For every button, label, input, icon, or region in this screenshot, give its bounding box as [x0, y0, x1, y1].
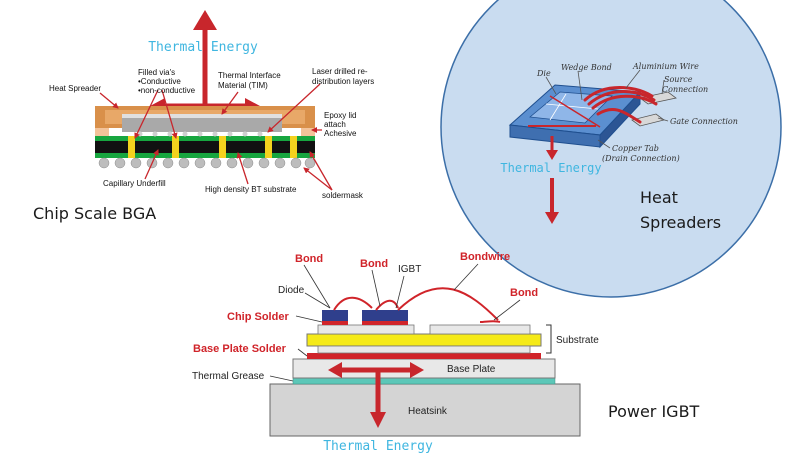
label-diode: Diode — [278, 285, 305, 296]
substrate-core — [306, 333, 542, 347]
label-drain-connection: (Drain Connection) — [602, 154, 680, 163]
bga-label-laser-b: distribution layers — [312, 77, 374, 86]
bga-label-epoxy-b: attach — [324, 120, 346, 129]
label-wedge-bond: Wedge Bond — [561, 63, 612, 72]
bga-label-tim-a: Thermal Interface — [218, 71, 281, 80]
igbt-die — [362, 310, 408, 321]
bga-label-laser-a: Laser drilled re- — [312, 67, 368, 76]
bga-label-epoxy-c: Achesive — [324, 129, 357, 138]
label-base-plate-solder: Base Plate Solder — [193, 343, 287, 355]
die — [529, 91, 613, 124]
bga-tim-layer — [122, 114, 282, 118]
substrate-lower-copper — [317, 345, 531, 354]
substrate-copper-left — [317, 324, 415, 335]
bga-label-soldermask: soldermask — [322, 191, 364, 200]
label-source-a: Source — [664, 75, 693, 84]
label-source-b: Connection — [662, 85, 708, 94]
bga-die — [122, 116, 282, 132]
bga-label-vias-title: Filled via's — [138, 68, 175, 77]
igbt-leaders — [269, 263, 521, 382]
bga-thermal-arrow-head — [193, 10, 217, 30]
copper-tab-side — [599, 90, 641, 149]
substrate-copper-right — [429, 324, 531, 335]
bga-thermal-energy-label: Thermal Energy — [148, 40, 258, 55]
bga-substrate-core — [95, 141, 315, 153]
bga-micro-bumps — [137, 131, 263, 137]
base-plate-solder-layer — [307, 353, 541, 359]
bga-label-vias-b: •non-conductive — [138, 86, 196, 95]
igbt-panel: Thermal Energy Bond Bond Bondwire Bond C… — [192, 251, 599, 454]
heat-spreader-panel: Thermal Energy Die Wedge Bond Aluminium … — [440, 0, 782, 298]
caption-heat-spreaders: Heat Spreaders — [640, 185, 721, 235]
label-copper-tab: Copper Tab — [612, 144, 659, 153]
label-bondwire: Bondwire — [460, 251, 510, 263]
bondwires — [333, 287, 501, 323]
label-bond-3: Bond — [510, 287, 538, 299]
bga-panel: Thermal Energy — [49, 10, 374, 200]
caption-chip-scale-bga: Chip Scale BGA — [33, 204, 157, 223]
label-aluminium-wire: Aluminium Wire — [632, 62, 699, 71]
bga-label-substrate: High density BT substrate — [205, 185, 297, 194]
bga-label-vias-a: •Conductive — [138, 77, 181, 86]
igbt-solder — [362, 321, 408, 325]
label-thermal-grease: Thermal Grease — [192, 371, 265, 382]
heat-spreader-thermal-energy-label: Thermal Energy — [500, 161, 601, 175]
label-chip-solder: Chip Solder — [227, 311, 289, 323]
label-substrate: Substrate — [556, 335, 599, 346]
bga-via — [265, 136, 272, 158]
bga-via — [219, 136, 226, 158]
label-bond-1: Bond — [295, 253, 323, 265]
bga-epoxy-right — [301, 128, 315, 136]
label-die: Die — [536, 69, 551, 78]
label-igbt: IGBT — [398, 264, 421, 275]
label-bond-2: Bond — [360, 258, 388, 270]
substrate-bracket — [546, 324, 552, 354]
bga-via — [172, 136, 179, 158]
diode-solder — [322, 321, 348, 325]
bga-label-heat-spreader: Heat Spreader — [49, 84, 101, 93]
label-gate-connection: Gate Connection — [670, 117, 738, 126]
caption-heat-line-1: Heat — [640, 188, 678, 207]
heatsink — [269, 383, 581, 437]
label-heatsink: Heatsink — [408, 406, 448, 417]
heat-spreader-callouts — [545, 69, 669, 149]
bga-label-underfill: Capillary Underfill — [103, 179, 166, 188]
heat-spreader-bubble — [440, 0, 782, 298]
bga-callouts — [99, 83, 333, 191]
igbt-thermal-energy-label: Thermal Energy — [323, 439, 433, 454]
bga-via — [290, 136, 297, 158]
label-base-plate: Base Plate — [447, 364, 496, 375]
bga-label-tim-b: Material (TIM) — [218, 81, 268, 90]
diode-die — [322, 310, 348, 321]
bga-via — [128, 136, 135, 158]
bga-label-epoxy-a: Epoxy lid — [324, 111, 356, 120]
aluminium-wires — [583, 86, 658, 124]
caption-heat-line-2: Spreaders — [640, 213, 722, 232]
bga-solder-balls — [98, 157, 316, 169]
thermal-grease-layer — [292, 377, 556, 385]
bga-epoxy-left — [95, 128, 109, 136]
caption-power-igbt: Power IGBT — [608, 402, 700, 421]
